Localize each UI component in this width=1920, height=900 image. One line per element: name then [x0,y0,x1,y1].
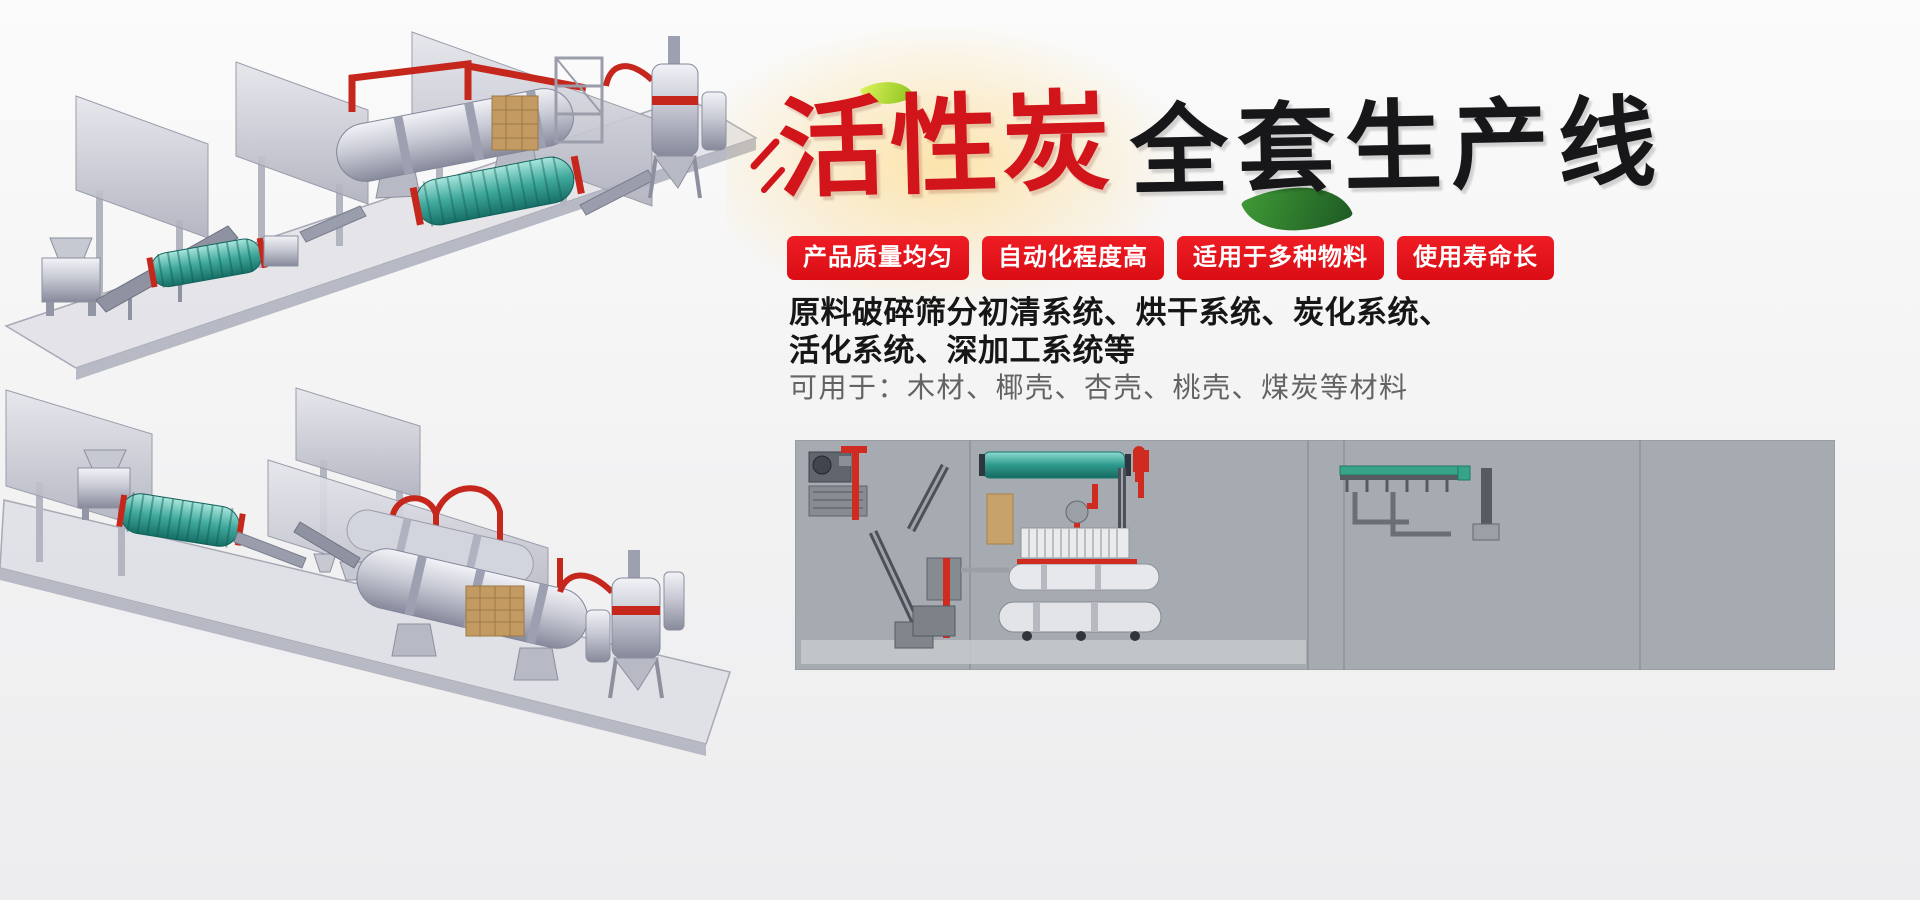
production-line-3d-bottom [0,387,731,756]
feature-badge: 适用于多种物料 [1177,236,1384,280]
plant-layout-diagram [795,440,1835,670]
materials-line: 可用于：木材、椰壳、杏壳、桃壳、煤炭等材料 [789,372,1409,403]
title-black-text: 全套生产线 [1129,87,1666,207]
diagram-background [795,440,1835,670]
feature-badges: 产品质量均匀 自动化程度高 适用于多种物料 使用寿命长 [787,236,1554,280]
dryer-section [979,450,1149,559]
system-description: 原料破碎筛分初清系统、烘干系统、炭化系统、 活化系统、深加工系统等 [789,294,1451,370]
crusher-machine [41,237,101,316]
upper-vessel [346,509,534,585]
activation-furnace [557,550,685,699]
cooling-drum [409,155,655,227]
brick-structure [465,585,525,637]
frame-tower [554,56,604,144]
red-piping [348,60,587,112]
hopper-row [293,521,363,581]
feature-badge: 产品质量均匀 [787,236,969,280]
carbonization-furnace [603,36,727,199]
brick-structure [491,95,539,151]
carbonization-section [912,557,1162,641]
packing-conveyor-section [1339,465,1500,541]
feature-badge: 自动化程度高 [982,236,1164,280]
crushing-section [808,446,868,520]
screening-drum [116,492,307,569]
rotary-screen-drum [146,205,367,288]
elevator-and-stack [1118,446,1145,528]
title-red-text: 活性炭 [776,80,1116,211]
banner-title: 活性炭 全套生产线 [776,69,1666,256]
description-line-1: 原料破碎筛分初清系统、烘干系统、炭化系统、 [789,295,1451,330]
plant-layout-panel [795,440,1835,670]
floor-strip [801,640,1306,664]
description-line-2: 活化系统、深加工系统等 [789,333,1136,368]
production-line-3d-top [4,31,758,380]
feature-badge: 使用寿命长 [1397,236,1554,280]
